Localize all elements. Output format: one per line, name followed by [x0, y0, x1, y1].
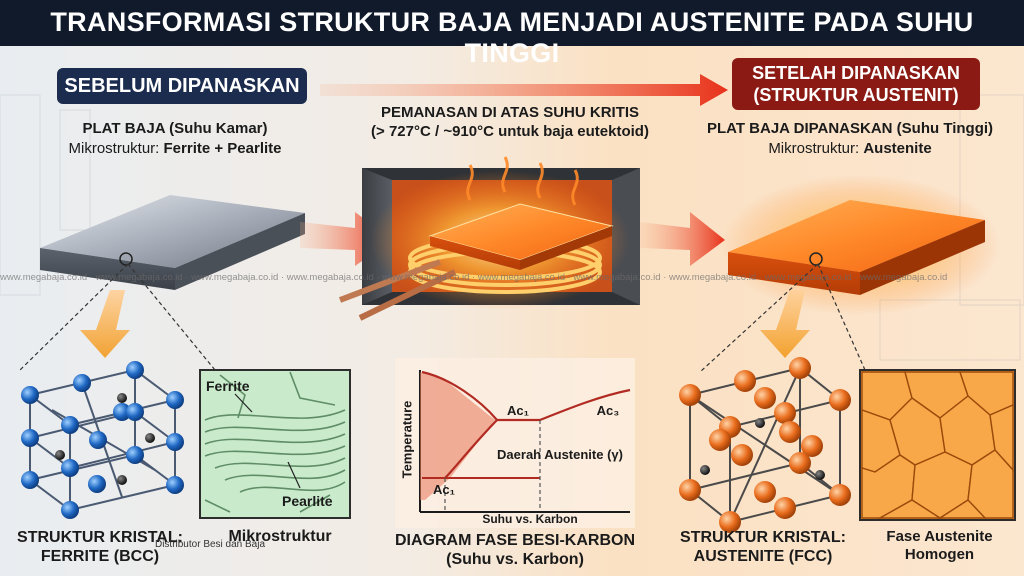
after-micro-line: Mikrostruktur: Austenite: [700, 140, 1000, 157]
after-heating-badge: SETELAH DIPANASKAN (STRUKTUR AUSTENIT): [732, 58, 980, 110]
bcc-caption-line1: STRUKTUR KRISTAL:: [17, 529, 183, 546]
footer-overlay-text: Distributor Besi dan Baja: [154, 539, 266, 550]
austenite-region-label: Daerah Austenite (γ): [497, 447, 623, 462]
phase-caption-line1: Fase Austenite: [886, 528, 993, 545]
watermark-text: www.megabaja.co.id · www.megabaja.co.id …: [0, 272, 948, 283]
before-plate-label: PLAT BAJA (Suhu Kamar): [82, 120, 268, 137]
right-arrow-icon-2: [640, 212, 725, 266]
plain-steel-plate: [19, 195, 305, 371]
micro-prefix: Mikrostruktur:: [68, 140, 160, 157]
before-micro-line: Mikrostruktur: Ferrite + Pearlite: [30, 140, 320, 157]
after-badge-line1: SETELAH DIPANASKAN: [752, 63, 960, 83]
bcc-caption: STRUKTUR KRISTAL: FERRITE (BCC): [5, 528, 195, 566]
down-arrow-icon: [80, 290, 130, 358]
diagram-y-axis-label: Temperature: [399, 400, 415, 479]
diagram-x-axis-label: Suhu vs. Karbon: [482, 512, 578, 526]
process-arrow-icon: [320, 74, 728, 106]
heating-label-line2: (> 727°C / ~910°C untuk baja eutektoid): [371, 123, 649, 140]
before-heating-badge: SEBELUM DIPANASKAN: [57, 68, 307, 104]
after-plate-label: PLAT BAJA DIPANASKAN (Suhu Tinggi): [706, 120, 994, 137]
micro-value: Ferrite + Pearlite: [163, 140, 282, 157]
micro-value-2: Austenite: [863, 140, 932, 157]
fcc-caption-line1: STRUKTUR KRISTAL:: [680, 529, 846, 546]
austenite-grain-micrograph: [859, 369, 1016, 521]
diagram-caption-line2: (Suhu vs. Karbon): [446, 551, 584, 568]
heating-furnace: [338, 156, 640, 321]
phase-caption-line2: Homogen: [904, 546, 975, 563]
pearlite-label: Pearlite: [282, 493, 333, 509]
ferrite-pearlite-micrograph: [199, 369, 351, 519]
bcc-atoms: [21, 361, 184, 519]
after-badge-line2: (STRUKTUR AUSTENIT): [753, 85, 959, 105]
austenite-phase-caption: Fase Austenite Homogen: [862, 528, 1017, 564]
diagram-caption: DIAGRAM FASE BESI-KARBON (Suhu vs. Karbo…: [385, 531, 645, 569]
micro-panel-caption: Mikrostruktur: [228, 528, 332, 545]
diagram-caption-line1: DIAGRAM FASE BESI-KARBON: [394, 532, 635, 549]
fcc-atoms: [679, 357, 851, 533]
ac1-lower-label: Ac₁: [433, 482, 455, 497]
page-title: TRANSFORMASI STRUKTUR BAJA MENJADI AUSTE…: [50, 7, 974, 68]
micro-prefix-2: Mikrostruktur:: [768, 140, 860, 157]
heated-steel-plate: [699, 175, 1000, 373]
bcc-caption-line2: FERRITE (BCC): [40, 548, 160, 565]
fcc-caption: STRUKTUR KRISTAL: AUSTENITE (FCC): [668, 528, 858, 566]
ferrite-label: Ferrite: [206, 378, 250, 394]
heating-label-line1: PEMANASAN DI ATAS SUHU KRITIS: [380, 104, 640, 121]
iron-carbon-phase-diagram: [395, 358, 635, 528]
fcc-caption-line2: AUSTENITE (FCC): [693, 548, 833, 565]
down-arrow-icon-2: [760, 290, 810, 358]
ac3-label: Ac₃: [596, 403, 620, 418]
ac1-upper-label: Ac₁: [507, 403, 529, 418]
title-bar: [0, 0, 1024, 46]
